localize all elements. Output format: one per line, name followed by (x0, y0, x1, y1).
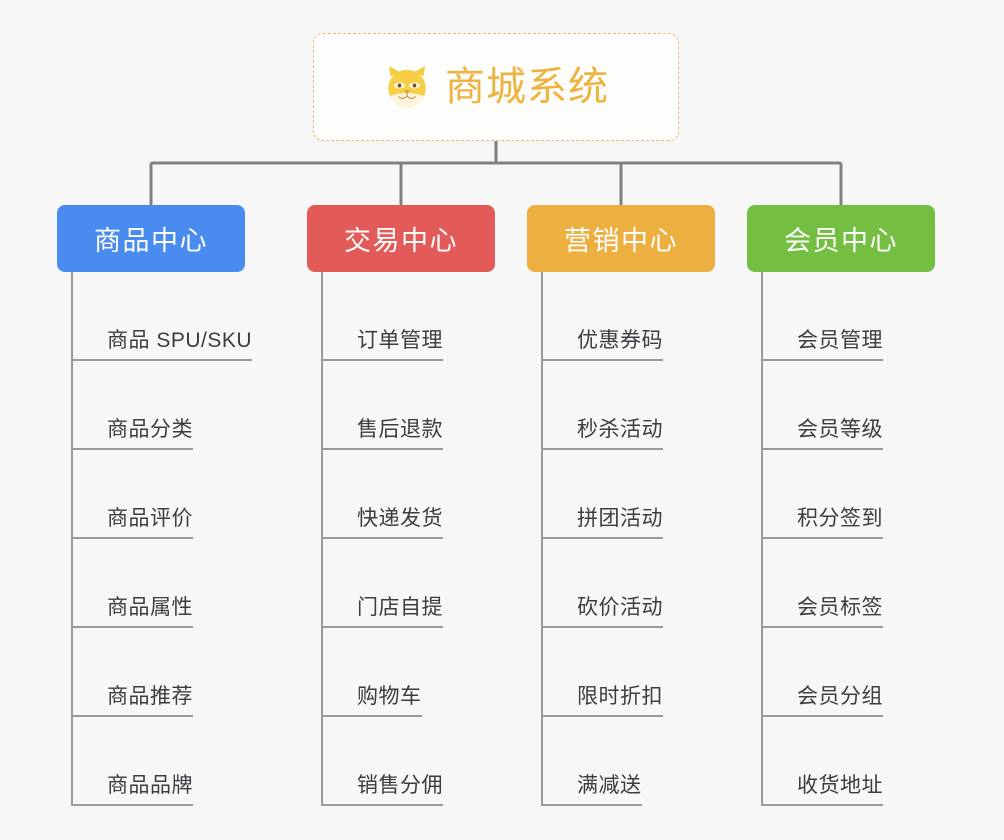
item-list-trade: 订单管理 售后退款 快递发货 门店自提 购物车 (321, 272, 497, 806)
item-underline-stub (543, 715, 577, 717)
list-item[interactable]: 会员分组 (763, 628, 937, 717)
list-item-label: 售后退款 (357, 418, 443, 450)
item-underline-stub (543, 359, 577, 361)
list-item-label: 销售分佣 (357, 774, 443, 806)
item-underline-stub (73, 359, 107, 361)
list-item[interactable]: 销售分佣 (323, 717, 497, 806)
category-column-member: 会员中心 会员管理 会员等级 积分签到 会员标签 (747, 205, 937, 806)
category-header-trade[interactable]: 交易中心 (307, 205, 495, 272)
category-column-trade: 交易中心 订单管理 售后退款 快递发货 门店自提 (307, 205, 497, 806)
list-item-label: 积分签到 (797, 507, 883, 539)
item-underline-stub (763, 537, 797, 539)
item-underline-stub (543, 448, 577, 450)
category-column-marketing: 营销中心 优惠券码 秒杀活动 拼团活动 砍价活动 (527, 205, 717, 806)
list-item-label: 商品分类 (107, 418, 193, 450)
item-underline-stub (73, 537, 107, 539)
list-item[interactable]: 限时折扣 (543, 628, 717, 717)
list-item[interactable]: 拼团活动 (543, 450, 717, 539)
list-item-label: 会员等级 (797, 418, 883, 450)
category-header-label: 营销中心 (564, 226, 678, 256)
list-item[interactable]: 优惠券码 (543, 272, 717, 361)
category-header-member[interactable]: 会员中心 (747, 205, 935, 272)
list-item-label: 商品属性 (107, 596, 193, 628)
item-underline-stub (73, 448, 107, 450)
list-item-label: 购物车 (357, 685, 422, 717)
category-header-product[interactable]: 商品中心 (57, 205, 245, 272)
category-header-label: 商品中心 (94, 226, 208, 256)
item-underline-stub (543, 626, 577, 628)
item-underline-stub (763, 715, 797, 717)
item-underline-stub (323, 715, 357, 717)
shiba-dog-face-icon (388, 66, 426, 108)
list-item[interactable]: 满减送 (543, 717, 717, 806)
item-underline-stub (763, 626, 797, 628)
item-underline-stub (763, 804, 797, 806)
item-underline-stub (323, 804, 357, 806)
item-underline-stub (73, 626, 107, 628)
list-item[interactable]: 商品属性 (73, 539, 247, 628)
list-item-label: 商品 SPU/SKU (107, 329, 253, 361)
list-item[interactable]: 快递发货 (323, 450, 497, 539)
list-item[interactable]: 会员等级 (763, 361, 937, 450)
item-underline-stub (763, 359, 797, 361)
list-item-label: 拼团活动 (577, 507, 663, 539)
list-item[interactable]: 订单管理 (323, 272, 497, 361)
list-item-label: 门店自提 (357, 596, 443, 628)
item-underline-stub (323, 448, 357, 450)
list-item-label: 快递发货 (357, 507, 443, 539)
list-item[interactable]: 门店自提 (323, 539, 497, 628)
list-item-label: 会员标签 (797, 596, 883, 628)
category-column-product: 商品中心 商品 SPU/SKU 商品分类 商品评价 商品属性 (57, 205, 253, 806)
list-item-label: 会员管理 (797, 329, 883, 361)
list-item[interactable]: 秒杀活动 (543, 361, 717, 450)
list-item-label: 秒杀活动 (577, 418, 663, 450)
category-header-marketing[interactable]: 营销中心 (527, 205, 715, 272)
list-item[interactable]: 售后退款 (323, 361, 497, 450)
list-item[interactable]: 商品品牌 (73, 717, 247, 806)
list-item[interactable]: 积分签到 (763, 450, 937, 539)
root-title: 商城系统 (445, 65, 609, 109)
list-item-label: 商品评价 (107, 507, 193, 539)
list-item[interactable]: 商品推荐 (73, 628, 247, 717)
item-underline-stub (763, 448, 797, 450)
item-underline-stub (543, 537, 577, 539)
list-item-label: 限时折扣 (577, 685, 663, 717)
item-underline-stub (323, 626, 357, 628)
list-item[interactable]: 砍价活动 (543, 539, 717, 628)
category-header-label: 会员中心 (784, 226, 898, 256)
list-item-label: 订单管理 (357, 329, 443, 361)
category-header-label: 交易中心 (344, 226, 458, 256)
item-underline-stub (323, 359, 357, 361)
list-item-label: 满减送 (577, 774, 642, 806)
list-item-label: 优惠券码 (577, 329, 663, 361)
item-list-marketing: 优惠券码 秒杀活动 拼团活动 砍价活动 限时折扣 (541, 272, 717, 806)
item-underline-stub (73, 804, 107, 806)
list-item[interactable]: 会员管理 (763, 272, 937, 361)
list-item-label: 商品品牌 (107, 774, 193, 806)
list-item-label: 砍价活动 (577, 596, 663, 628)
list-item[interactable]: 商品分类 (73, 361, 247, 450)
list-item[interactable]: 商品评价 (73, 450, 247, 539)
item-underline-stub (323, 537, 357, 539)
list-item-label: 收货地址 (797, 774, 883, 806)
item-list-member: 会员管理 会员等级 积分签到 会员标签 会员分组 (761, 272, 937, 806)
item-underline-stub (543, 804, 577, 806)
list-item[interactable]: 商品 SPU/SKU (73, 272, 253, 361)
list-item-label: 会员分组 (797, 685, 883, 717)
item-underline-stub (73, 715, 107, 717)
item-list-product: 商品 SPU/SKU 商品分类 商品评价 商品属性 商品推荐 (71, 272, 253, 806)
list-item-label: 商品推荐 (107, 685, 193, 717)
root-node[interactable]: 商城系统 (313, 33, 679, 141)
list-item[interactable]: 收货地址 (763, 717, 937, 806)
list-item[interactable]: 会员标签 (763, 539, 937, 628)
list-item[interactable]: 购物车 (323, 628, 497, 717)
